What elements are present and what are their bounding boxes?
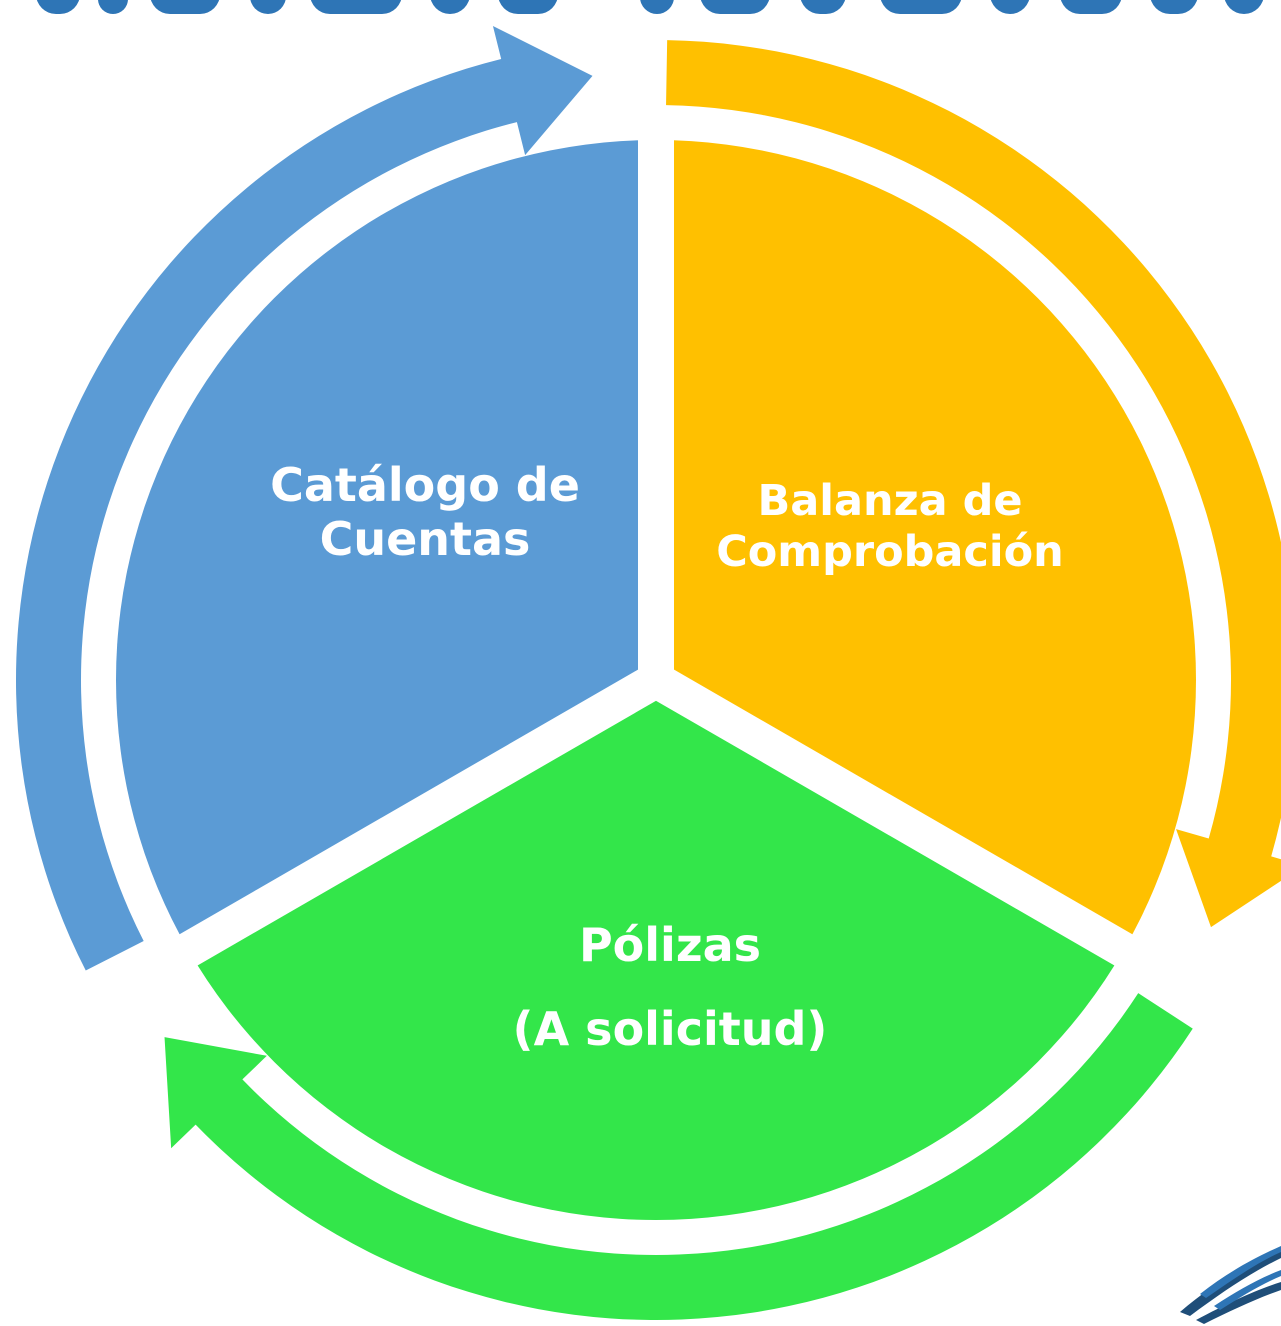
segment-label-balanza: Balanza de Comprobación (716, 476, 1064, 577)
cropped-title-strip (0, 0, 1281, 24)
segment-label-polizas: Pólizas (A solicitud) (512, 918, 828, 1057)
segment-divider (647, 664, 1150, 976)
arrow-balanza-to-polizas (666, 40, 1281, 928)
segment-label-catalogo: Catálogo de Cuentas (270, 458, 580, 567)
segment-divider (162, 664, 665, 976)
arrow-polizas-to-catalogo (164, 993, 1193, 1320)
arrow-catalogo-to-balanza (16, 26, 593, 971)
brush-logo-icon (1180, 1246, 1281, 1324)
